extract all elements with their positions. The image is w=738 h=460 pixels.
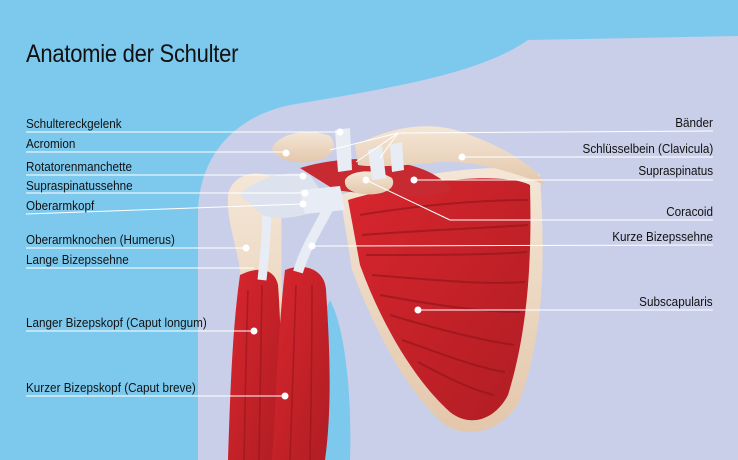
label-baender: Bänder: [675, 115, 713, 130]
label-schultereckgelenk: Schultereckgelenk: [26, 116, 122, 131]
label-supraspinatus: Supraspinatus: [638, 163, 713, 178]
subscapularis-muscle: [348, 178, 531, 421]
label-oberarmknochen: Oberarmknochen (Humerus): [26, 232, 175, 247]
marker-dots: [242, 128, 466, 400]
page-title: Anatomie der Schulter: [26, 40, 239, 68]
label-langer-bizepskopf: Langer Bizepskopf (Caput longum): [26, 315, 207, 330]
label-lange-bizepssehne: Lange Bizepssehne: [26, 252, 129, 267]
label-kurzer-bizepskopf: Kurzer Bizepskopf (Caput breve): [26, 380, 196, 395]
label-coracoid: Coracoid: [666, 204, 713, 219]
label-supraspinatussehne: Supraspinatussehne: [26, 178, 133, 193]
label-oberarmkopf: Oberarmkopf: [26, 198, 95, 213]
clavicle-bone: [355, 126, 545, 185]
biceps-fibers: [243, 284, 313, 460]
ligaments: [300, 128, 404, 214]
biceps-short-head-muscle: [272, 266, 330, 460]
label-kurze-bizepssehne: Kurze Bizepssehne: [612, 229, 713, 244]
label-acromion: Acromion: [26, 136, 76, 151]
label-schluesselbein: Schlüsselbein (Clavicula): [582, 141, 713, 156]
leader-lines: [25, 130, 714, 397]
biceps-long-head-muscle: [228, 269, 281, 460]
label-rotatorenmanchette: Rotatorenmanchette: [26, 159, 133, 174]
subscapularis-fibers: [359, 199, 529, 396]
label-subscapularis: Subscapularis: [639, 294, 713, 309]
